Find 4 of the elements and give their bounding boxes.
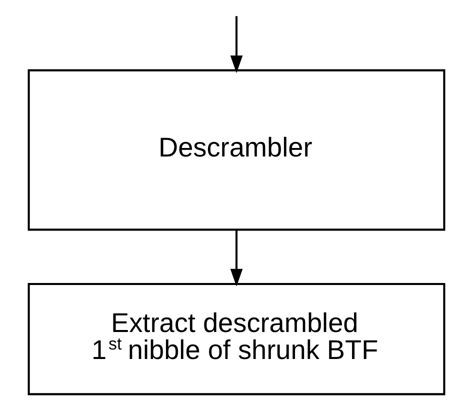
arrow: [230, 16, 242, 74]
arrow: [230, 230, 242, 287]
node-box: Extract descrambled 1$^{st}$ nibble of shrunk BTF: [27, 282, 445, 396]
node-box: Descrambler: [27, 69, 445, 231]
